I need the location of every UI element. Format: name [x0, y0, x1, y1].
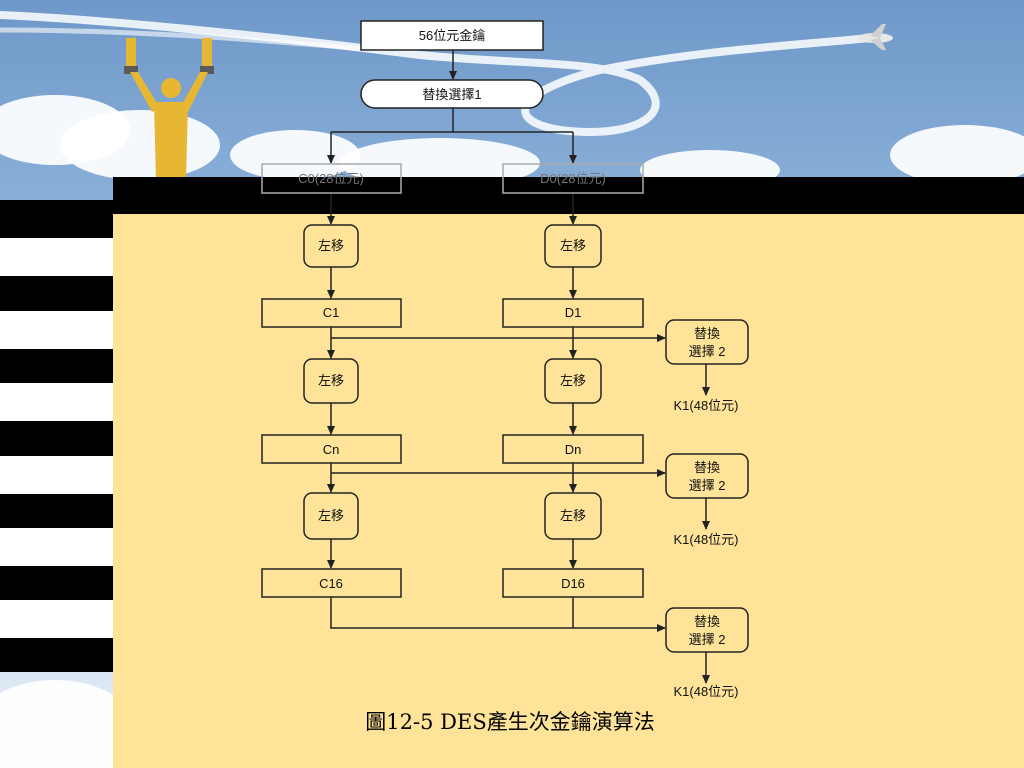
c1-label: C1 — [323, 305, 340, 320]
stripe — [0, 311, 113, 349]
left-shift-label: 左移 — [560, 508, 586, 523]
dn-box — [502, 434, 644, 464]
d0-box — [502, 163, 644, 194]
left-shift-label: 左移 — [318, 238, 344, 253]
cn-label: Cn — [323, 442, 340, 457]
left-shift-label: 左移 — [560, 373, 586, 388]
pc2-label-line1: 替換 — [694, 460, 720, 475]
pc2-box — [665, 453, 749, 499]
left-shift-box — [303, 492, 359, 540]
pc2-label-line2: 選擇 2 — [689, 478, 726, 493]
cloud — [60, 110, 220, 180]
key-56bit-label: 56位元金鑰 — [419, 28, 485, 43]
pc1-label: 替換選擇1 — [422, 87, 481, 102]
pc2-box — [665, 319, 749, 365]
d1-box — [502, 298, 644, 328]
d16-label: D16 — [561, 576, 585, 591]
left-shift-label: 左移 — [560, 238, 586, 253]
pc2-label-line1: 替換 — [694, 326, 720, 341]
subkey-label: K1(48位元) — [673, 398, 738, 413]
contrail-graphic — [0, 11, 893, 136]
pc2-box — [665, 607, 749, 653]
c16-box — [261, 568, 402, 598]
d16-box — [502, 568, 644, 598]
airplane-icon — [857, 24, 893, 50]
c0-label: C0(28位元) — [298, 171, 364, 186]
left-stripe-bar — [0, 200, 113, 672]
pc2-label-line2: 選擇 2 — [689, 632, 726, 647]
left-shift-label: 左移 — [318, 373, 344, 388]
stripe — [0, 383, 113, 421]
d0-label: D0(28位元) — [540, 171, 606, 186]
c0-box — [261, 163, 402, 194]
pc2-label-line1: 替換 — [694, 614, 720, 629]
subkey-label: K1(48位元) — [673, 532, 738, 547]
key-56bit-box — [360, 20, 544, 51]
dn-label: Dn — [565, 442, 582, 457]
stripe — [0, 456, 113, 494]
pc2-label-line2: 選擇 2 — [689, 344, 726, 359]
c16-label: C16 — [319, 576, 343, 591]
left-shift-box — [544, 492, 602, 540]
connectors — [327, 50, 710, 684]
stripe — [0, 238, 113, 276]
d1-label: D1 — [565, 305, 582, 320]
cloud — [890, 125, 1024, 185]
cloud — [230, 130, 360, 180]
figure-caption: 圖12-5 DES產生次金鑰演算法 — [365, 710, 655, 734]
left-shift-label: 左移 — [318, 508, 344, 523]
header-band — [113, 177, 1024, 214]
cn-box — [261, 434, 402, 464]
subkey-label: K1(48位元) — [673, 684, 738, 699]
stripe — [0, 600, 113, 638]
pc1-box — [360, 79, 544, 109]
left-shift-box — [544, 358, 602, 404]
c1-box — [261, 298, 402, 328]
stripe — [0, 528, 113, 566]
left-shift-box — [303, 224, 359, 268]
left-shift-box — [303, 358, 359, 404]
left-shift-box — [544, 224, 602, 268]
